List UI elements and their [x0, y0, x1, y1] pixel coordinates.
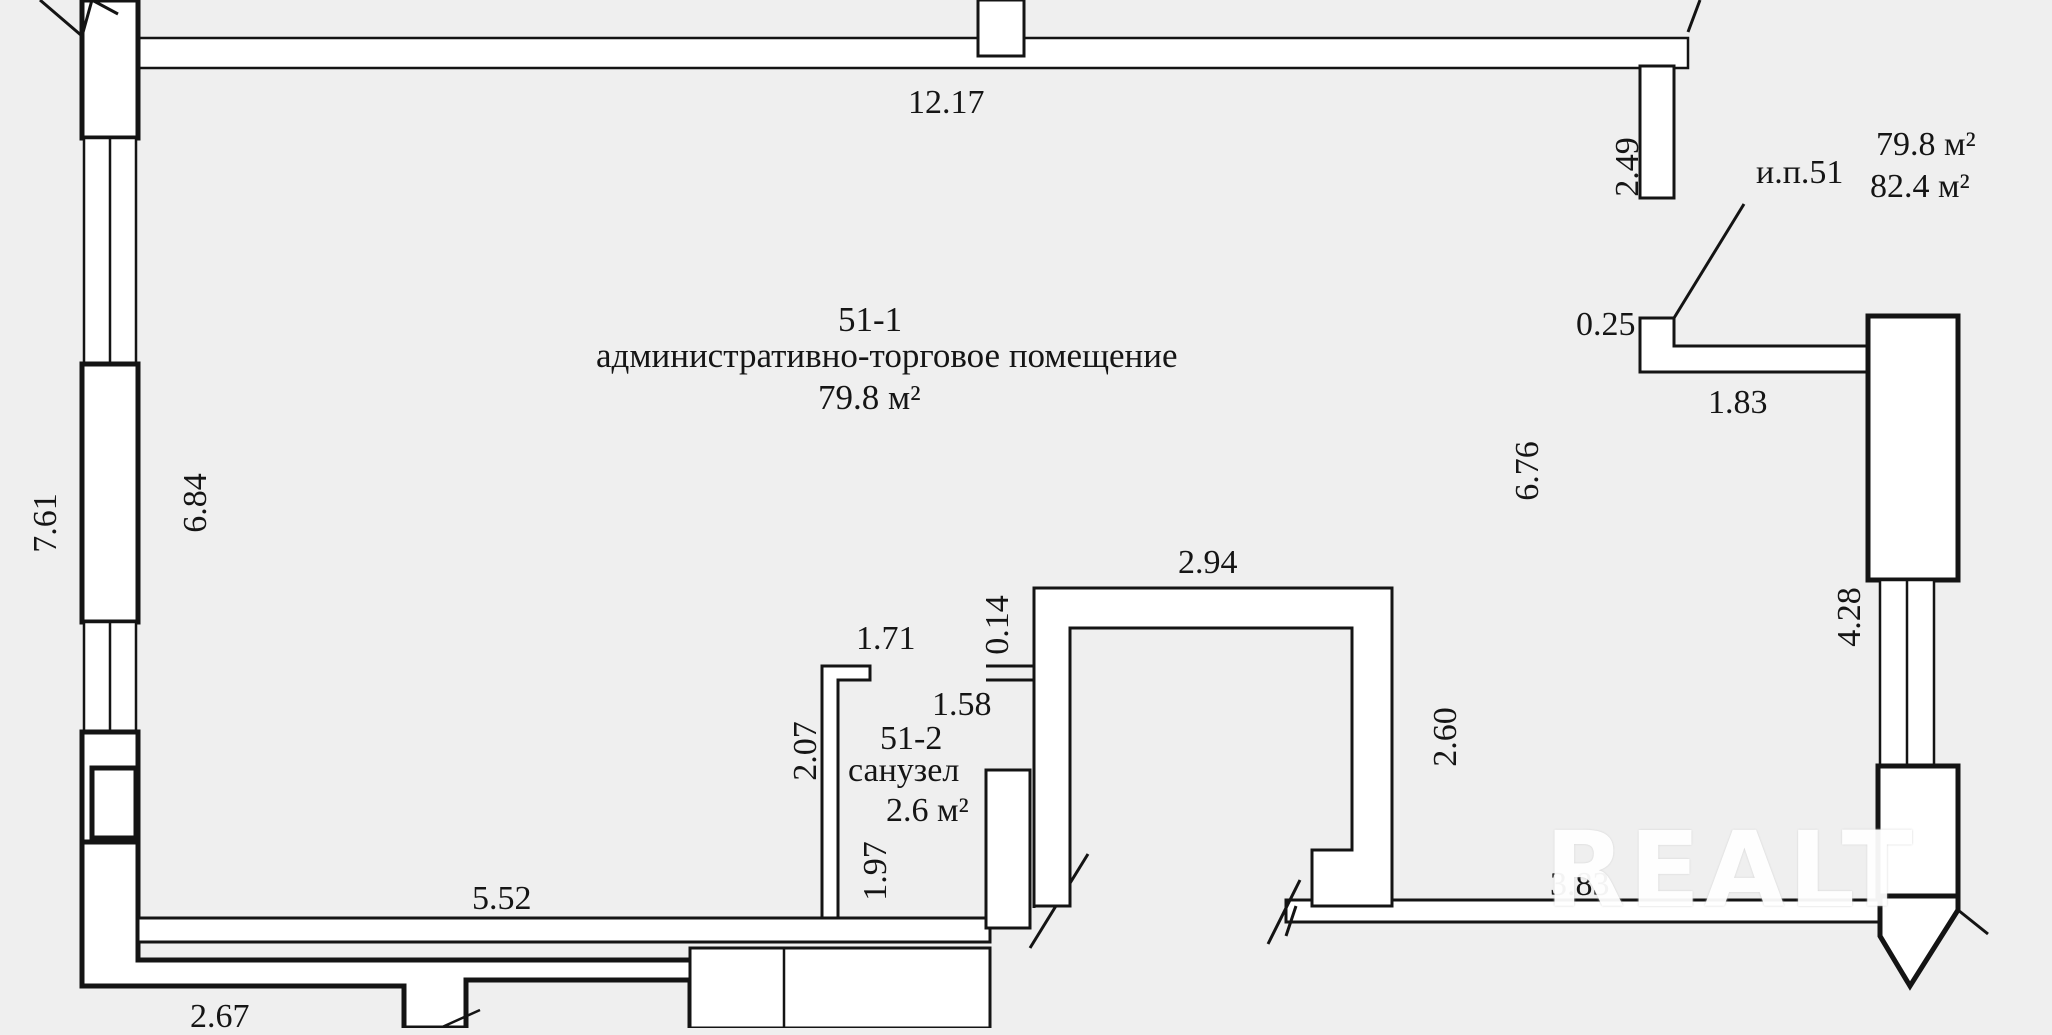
main-room-number: 51-1	[838, 300, 903, 339]
bathroom-name: санузел	[848, 752, 960, 789]
top-wall-column	[976, 0, 1026, 58]
right-notch	[1638, 316, 1870, 374]
main-room-area: 79.8 м²	[818, 378, 921, 417]
right-stub	[1638, 64, 1676, 200]
dim-bath-top: 1.71	[856, 620, 916, 657]
dim-bottom-right: 3.83	[1550, 866, 1610, 903]
dim-bottom-corner: 2.67	[190, 998, 250, 1035]
top-wall	[136, 0, 1702, 70]
unit-area-total: 82.4 м²	[1870, 168, 1970, 205]
dim-bath-thin: 0.14	[978, 595, 1016, 655]
central-core	[1032, 586, 1394, 937]
main-room-name: административно-торговое помещение	[596, 336, 1178, 375]
bathroom-area: 2.6 м²	[886, 792, 969, 829]
dim-core-top: 2.94	[1178, 544, 1238, 581]
dim-right-inner: 6.76	[1508, 441, 1546, 501]
dim-left-outer: 7.61	[26, 493, 64, 553]
right-wall	[1865, 313, 1989, 991]
dim-bottom-left: 5.52	[472, 880, 532, 917]
unit-label: и.п.51	[1756, 154, 1844, 191]
left-wall	[39, 0, 789, 1028]
dim-notch-depth: 0.25	[1576, 306, 1636, 343]
unit-area-living: 79.8 м²	[1876, 126, 1976, 163]
dim-bath-door: 1.97	[856, 841, 894, 901]
dim-top-wall: 12.17	[908, 84, 985, 121]
dim-right-stub: 2.49	[1608, 137, 1646, 197]
dim-bath-left: 2.07	[786, 721, 824, 781]
bathroom-walls	[820, 592, 1036, 930]
dim-bath-inner: 1.58	[932, 686, 992, 723]
bottom-wall	[136, 853, 1888, 1028]
realt-watermark: REALT	[1545, 809, 1917, 931]
dim-notch-width: 1.83	[1708, 384, 1768, 421]
dim-core-side: 2.60	[1426, 707, 1464, 767]
bathroom-number: 51-2	[880, 720, 943, 757]
dim-right-outer: 4.28	[1830, 587, 1868, 647]
unit-leader-line	[1672, 203, 1746, 319]
dim-left-inner: 6.84	[176, 473, 214, 533]
